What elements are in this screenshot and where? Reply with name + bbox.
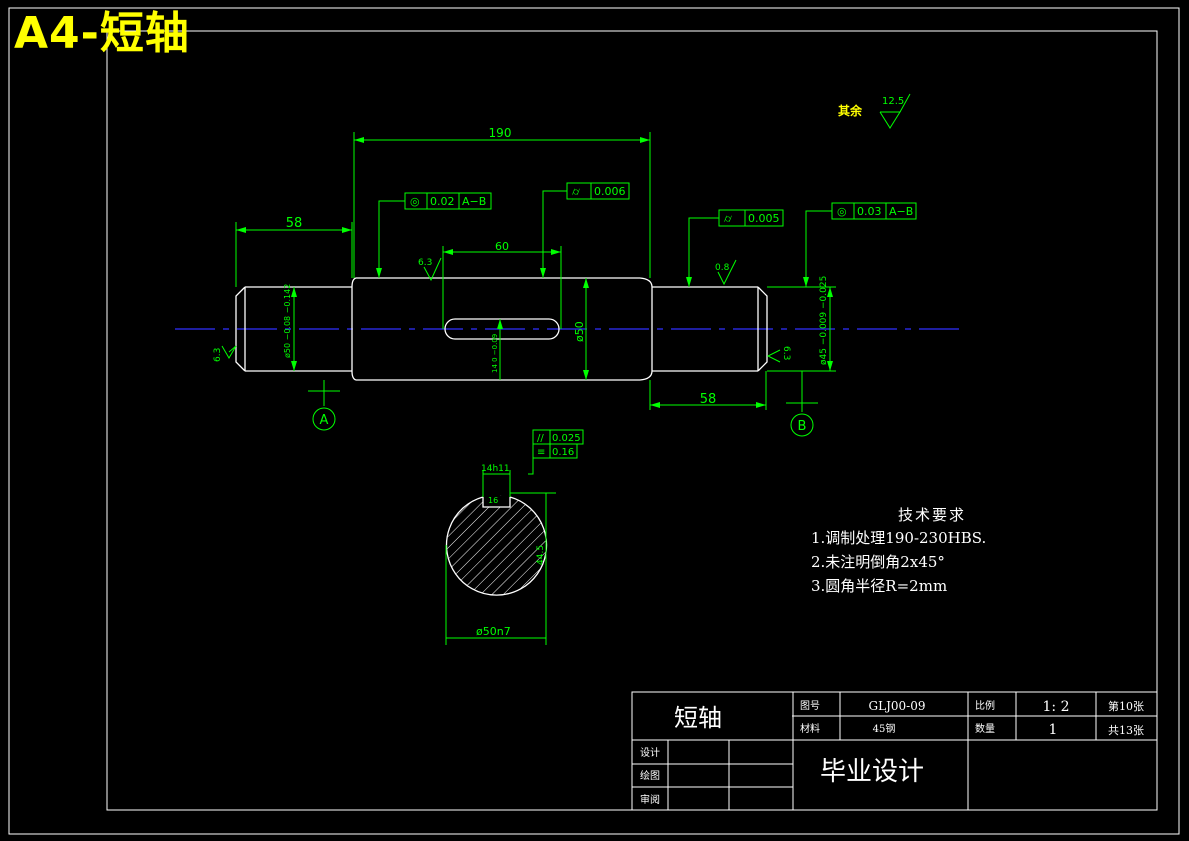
dimension-lines bbox=[235, 132, 836, 412]
tol4-datum: A−B bbox=[889, 205, 913, 218]
dim-keyway-depth: 14 0 −0.09 bbox=[491, 334, 499, 373]
dim-58-right: 58 bbox=[700, 392, 717, 407]
section-depth: 44.5 bbox=[536, 545, 546, 565]
drawing-no-label: 图号 bbox=[800, 700, 820, 712]
datum-b-label: B bbox=[798, 419, 807, 434]
section-view bbox=[445, 494, 548, 596]
drafter-label: 绘图 bbox=[640, 769, 660, 782]
sheet-outer-border bbox=[8, 7, 1180, 835]
section-symmetry-symbol: ≡ bbox=[537, 447, 545, 458]
tech-req-title: 技术要求 bbox=[898, 506, 966, 524]
tech-req-item-1: 1.调制处理190-230HBS. bbox=[811, 529, 986, 547]
sheet-number: 第10张 bbox=[1108, 699, 1144, 713]
quantity-value: 1 bbox=[1049, 722, 1058, 738]
dim-58-left: 58 bbox=[286, 216, 303, 231]
dim-dia-right: ø45 −0.009 −0.025 bbox=[819, 276, 829, 365]
dim-dia-left: ø50 −0.08 −0.142 bbox=[283, 284, 292, 358]
section-parallel-tol: 0.025 bbox=[552, 433, 581, 444]
tolerance-frames bbox=[404, 182, 917, 227]
shaft-outline bbox=[235, 277, 768, 381]
roughness-keyway: 6.3 bbox=[418, 258, 432, 268]
quantity-label: 数量 bbox=[975, 722, 995, 735]
roughness-left-face: 6.3 bbox=[213, 348, 223, 362]
total-sheets: 共13张 bbox=[1108, 724, 1144, 737]
tech-req-item-3: 3.圆角半径R=2mm bbox=[811, 577, 947, 595]
tol2-symbol: ⌭ bbox=[572, 185, 580, 198]
dim-190: 190 bbox=[489, 126, 512, 140]
tol1-value: 0.02 bbox=[430, 195, 455, 208]
scale-label: 比例 bbox=[975, 699, 995, 712]
scale-value: 1: 2 bbox=[1043, 699, 1070, 715]
roughness-right-face: 6.3 bbox=[781, 346, 791, 360]
tech-req-item-2: 2.未注明倒角2x45° bbox=[811, 553, 945, 571]
roughness-symbols bbox=[221, 93, 911, 363]
section-dimensions bbox=[445, 429, 584, 645]
tol2-value: 0.006 bbox=[594, 185, 626, 198]
roughness-right-step: 0.8 bbox=[715, 263, 730, 273]
section-symmetry-tol: 0.16 bbox=[552, 447, 574, 458]
tol3-symbol: ⌭ bbox=[724, 212, 732, 225]
section-keyway-width: 14h11 bbox=[481, 464, 510, 474]
page-title: A4-短轴 bbox=[14, 8, 190, 59]
designer-label: 设计 bbox=[640, 746, 660, 759]
dim-dia-middle: ø50 bbox=[573, 321, 586, 342]
tol3-value: 0.005 bbox=[748, 212, 780, 225]
tol1-datum: A−B bbox=[462, 195, 486, 208]
section-diameter: ø50n7 bbox=[476, 625, 511, 638]
dim-60-keyway: 60 bbox=[495, 240, 509, 253]
material-value: 45钢 bbox=[873, 722, 896, 735]
material-label: 材料 bbox=[800, 722, 820, 735]
section-parallel-symbol: // bbox=[537, 433, 544, 444]
tol4-symbol: ◎ bbox=[837, 205, 847, 218]
surface-rest-value: 12.5 bbox=[882, 96, 904, 107]
reviewer-label: 审阅 bbox=[640, 793, 660, 806]
title-block bbox=[631, 691, 1158, 811]
arrowheads bbox=[236, 137, 833, 408]
drawing-no: GLJ00-09 bbox=[869, 699, 926, 713]
datum-a-label: A bbox=[320, 413, 329, 428]
section-inner-label: 16 bbox=[488, 496, 498, 505]
tol1-symbol: ◎ bbox=[410, 195, 420, 208]
datum-b-circle bbox=[790, 413, 814, 437]
project-name: 毕业设计 bbox=[820, 757, 924, 787]
datum-a-circle bbox=[312, 407, 336, 431]
surface-rest-label: 其余 bbox=[838, 103, 863, 118]
part-name: 短轴 bbox=[674, 704, 722, 732]
tol4-value: 0.03 bbox=[857, 205, 882, 218]
